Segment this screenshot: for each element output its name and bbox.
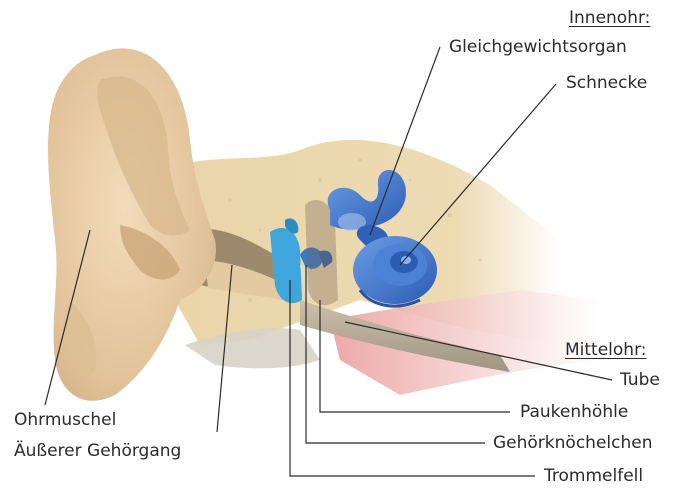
label-mittelohr: Mittelohr:: [565, 340, 647, 360]
label-paukenhoehle: Paukenhöhle: [520, 402, 628, 422]
label-trommelfell: Trommelfell: [544, 466, 643, 486]
label-gehoerknoechelchen: Gehörknöchelchen: [493, 433, 652, 453]
label-gleichgewichtsorgan: Gleichgewichtsorgan: [449, 37, 627, 57]
label-ohrmuschel: Ohrmuschel: [14, 410, 116, 430]
label-schnecke: Schnecke: [566, 73, 647, 93]
label-innenohr: Innenohr:: [569, 8, 650, 28]
label-aeusserer-gehoergang: Äußerer Gehörgang: [14, 441, 181, 461]
label-tube: Tube: [620, 370, 660, 390]
